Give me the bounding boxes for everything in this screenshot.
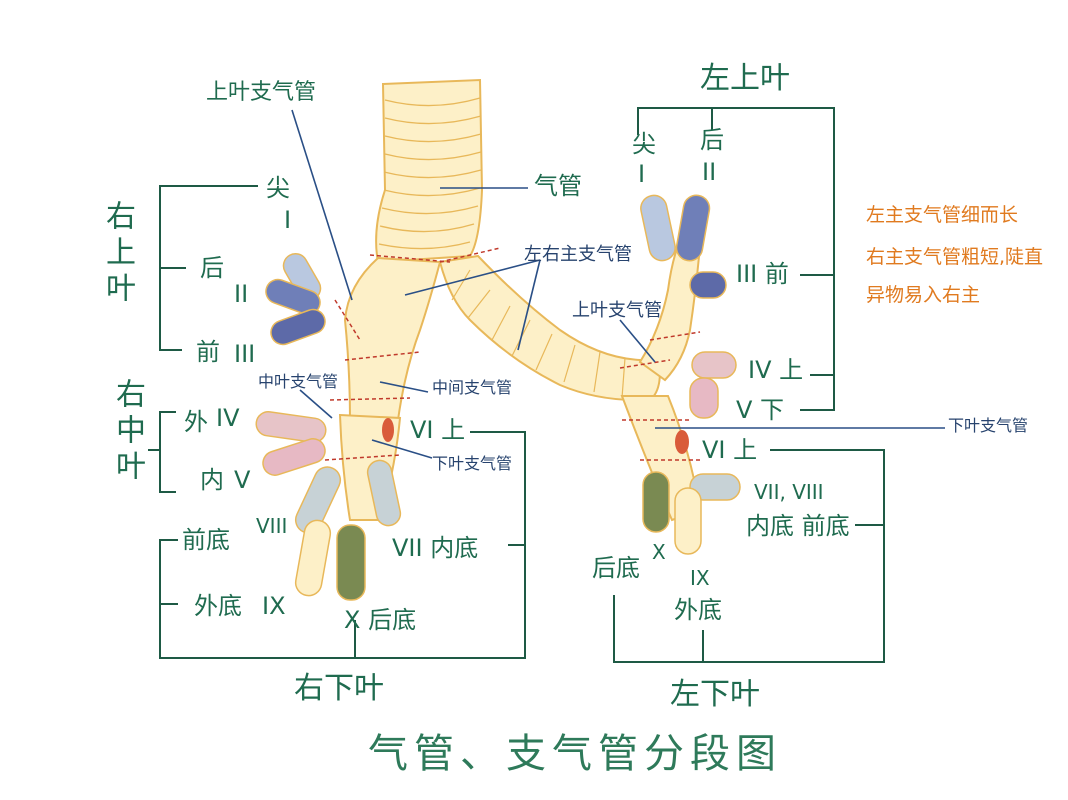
- right-anterior-basal-number: VIII: [256, 514, 288, 538]
- right-superior-segment-label: VI 上: [410, 416, 466, 444]
- left-basal-label: 内底 前底: [746, 512, 850, 540]
- right-lower-lobe-label: 右下叶: [294, 671, 384, 706]
- right-medial-basal-label: VII 内底: [392, 534, 479, 562]
- left-upper-lobe-label: 左上叶: [700, 61, 790, 96]
- left-inferior-lingular-label: V 下: [736, 396, 785, 424]
- left-posterior-segment-number: II: [702, 158, 717, 186]
- right-lateral-basal-number: IX: [262, 592, 286, 620]
- left-bronchus-rings: [451, 269, 626, 399]
- right-apical-segment-label: 尖: [266, 174, 290, 202]
- right-posterior-basal-label: X 后底: [344, 606, 417, 634]
- airway-tree: [255, 78, 741, 601]
- intermediate-bronchus-label: 中间支气管: [432, 378, 513, 397]
- left-superior-segment-label: VI 上: [702, 436, 758, 464]
- left-lateral-basal-label: 外底: [674, 596, 722, 624]
- right-anterior-segment-label: 前: [196, 338, 220, 366]
- left-anterior-segment-label: III 前: [736, 260, 789, 288]
- leader-lines: [291, 109, 945, 459]
- right-apical-segment-number: I: [284, 206, 292, 234]
- left-apical-segment-number: I: [638, 160, 646, 188]
- left-posterior-segment-label: 后: [700, 126, 724, 154]
- segment-boundaries: [324, 247, 701, 461]
- left-upper-lobe-bronchus-label: 上叶支气管: [572, 300, 662, 321]
- brackets: [148, 107, 885, 663]
- right-lateral-basal-label: 外底: [194, 592, 242, 620]
- right-segment-tubes: [255, 252, 402, 601]
- clinical-note-line-3: 异物易入右主: [866, 284, 981, 306]
- clinical-note-line-1: 左主支气管细而长: [866, 204, 1019, 226]
- right-upper-lobe-label: 右上叶: [100, 200, 135, 308]
- right-medial-segment-number: V: [234, 466, 251, 494]
- left-superior-lingular-label: IV 上: [748, 356, 804, 384]
- page-title: 气管、支气管分段图: [368, 731, 782, 777]
- right-anterior-basal-label: 前底: [182, 526, 230, 554]
- left-segment-tubes: [640, 194, 741, 555]
- right-superior-segment-origin: [382, 418, 394, 442]
- left-apical-segment-label: 尖: [632, 130, 656, 158]
- left-posterior-basal-number: X: [652, 540, 666, 564]
- left-lateral-basal-number: IX: [690, 566, 710, 590]
- right-upper-lobe-bronchus-label: 上叶支气管: [206, 80, 317, 105]
- left-basal-numbers: VII, VIII: [754, 480, 824, 504]
- right-posterior-segment-number: II: [234, 280, 249, 308]
- left-lower-lobe-bronchus-label: 下叶支气管: [948, 416, 1029, 435]
- middle-lobe-bronchus-label: 中叶支气管: [258, 372, 339, 391]
- right-lateral-segment-number: IV: [216, 404, 240, 432]
- right-lower-lobe-bronchus-label: 下叶支气管: [432, 454, 513, 473]
- right-posterior-segment-label: 后: [200, 254, 224, 282]
- right-middle-lobe-label: 右中叶: [110, 378, 145, 486]
- left-lower-lobe-label: 左下叶: [670, 677, 760, 712]
- trachea-label: 气管: [534, 172, 582, 200]
- trachea: [375, 78, 484, 264]
- main-bronchus-label: 左右主支气管: [524, 244, 632, 265]
- right-anterior-segment-number: III: [234, 340, 256, 368]
- clinical-note-line-2: 右主支气管粗短,陡直: [866, 246, 1044, 268]
- left-posterior-basal-label: 后底: [592, 554, 640, 582]
- left-superior-segment-origin: [675, 430, 689, 454]
- right-medial-segment-label: 内: [200, 466, 224, 494]
- trachea-rings: [378, 97, 482, 250]
- right-lateral-segment-label: 外: [184, 408, 208, 436]
